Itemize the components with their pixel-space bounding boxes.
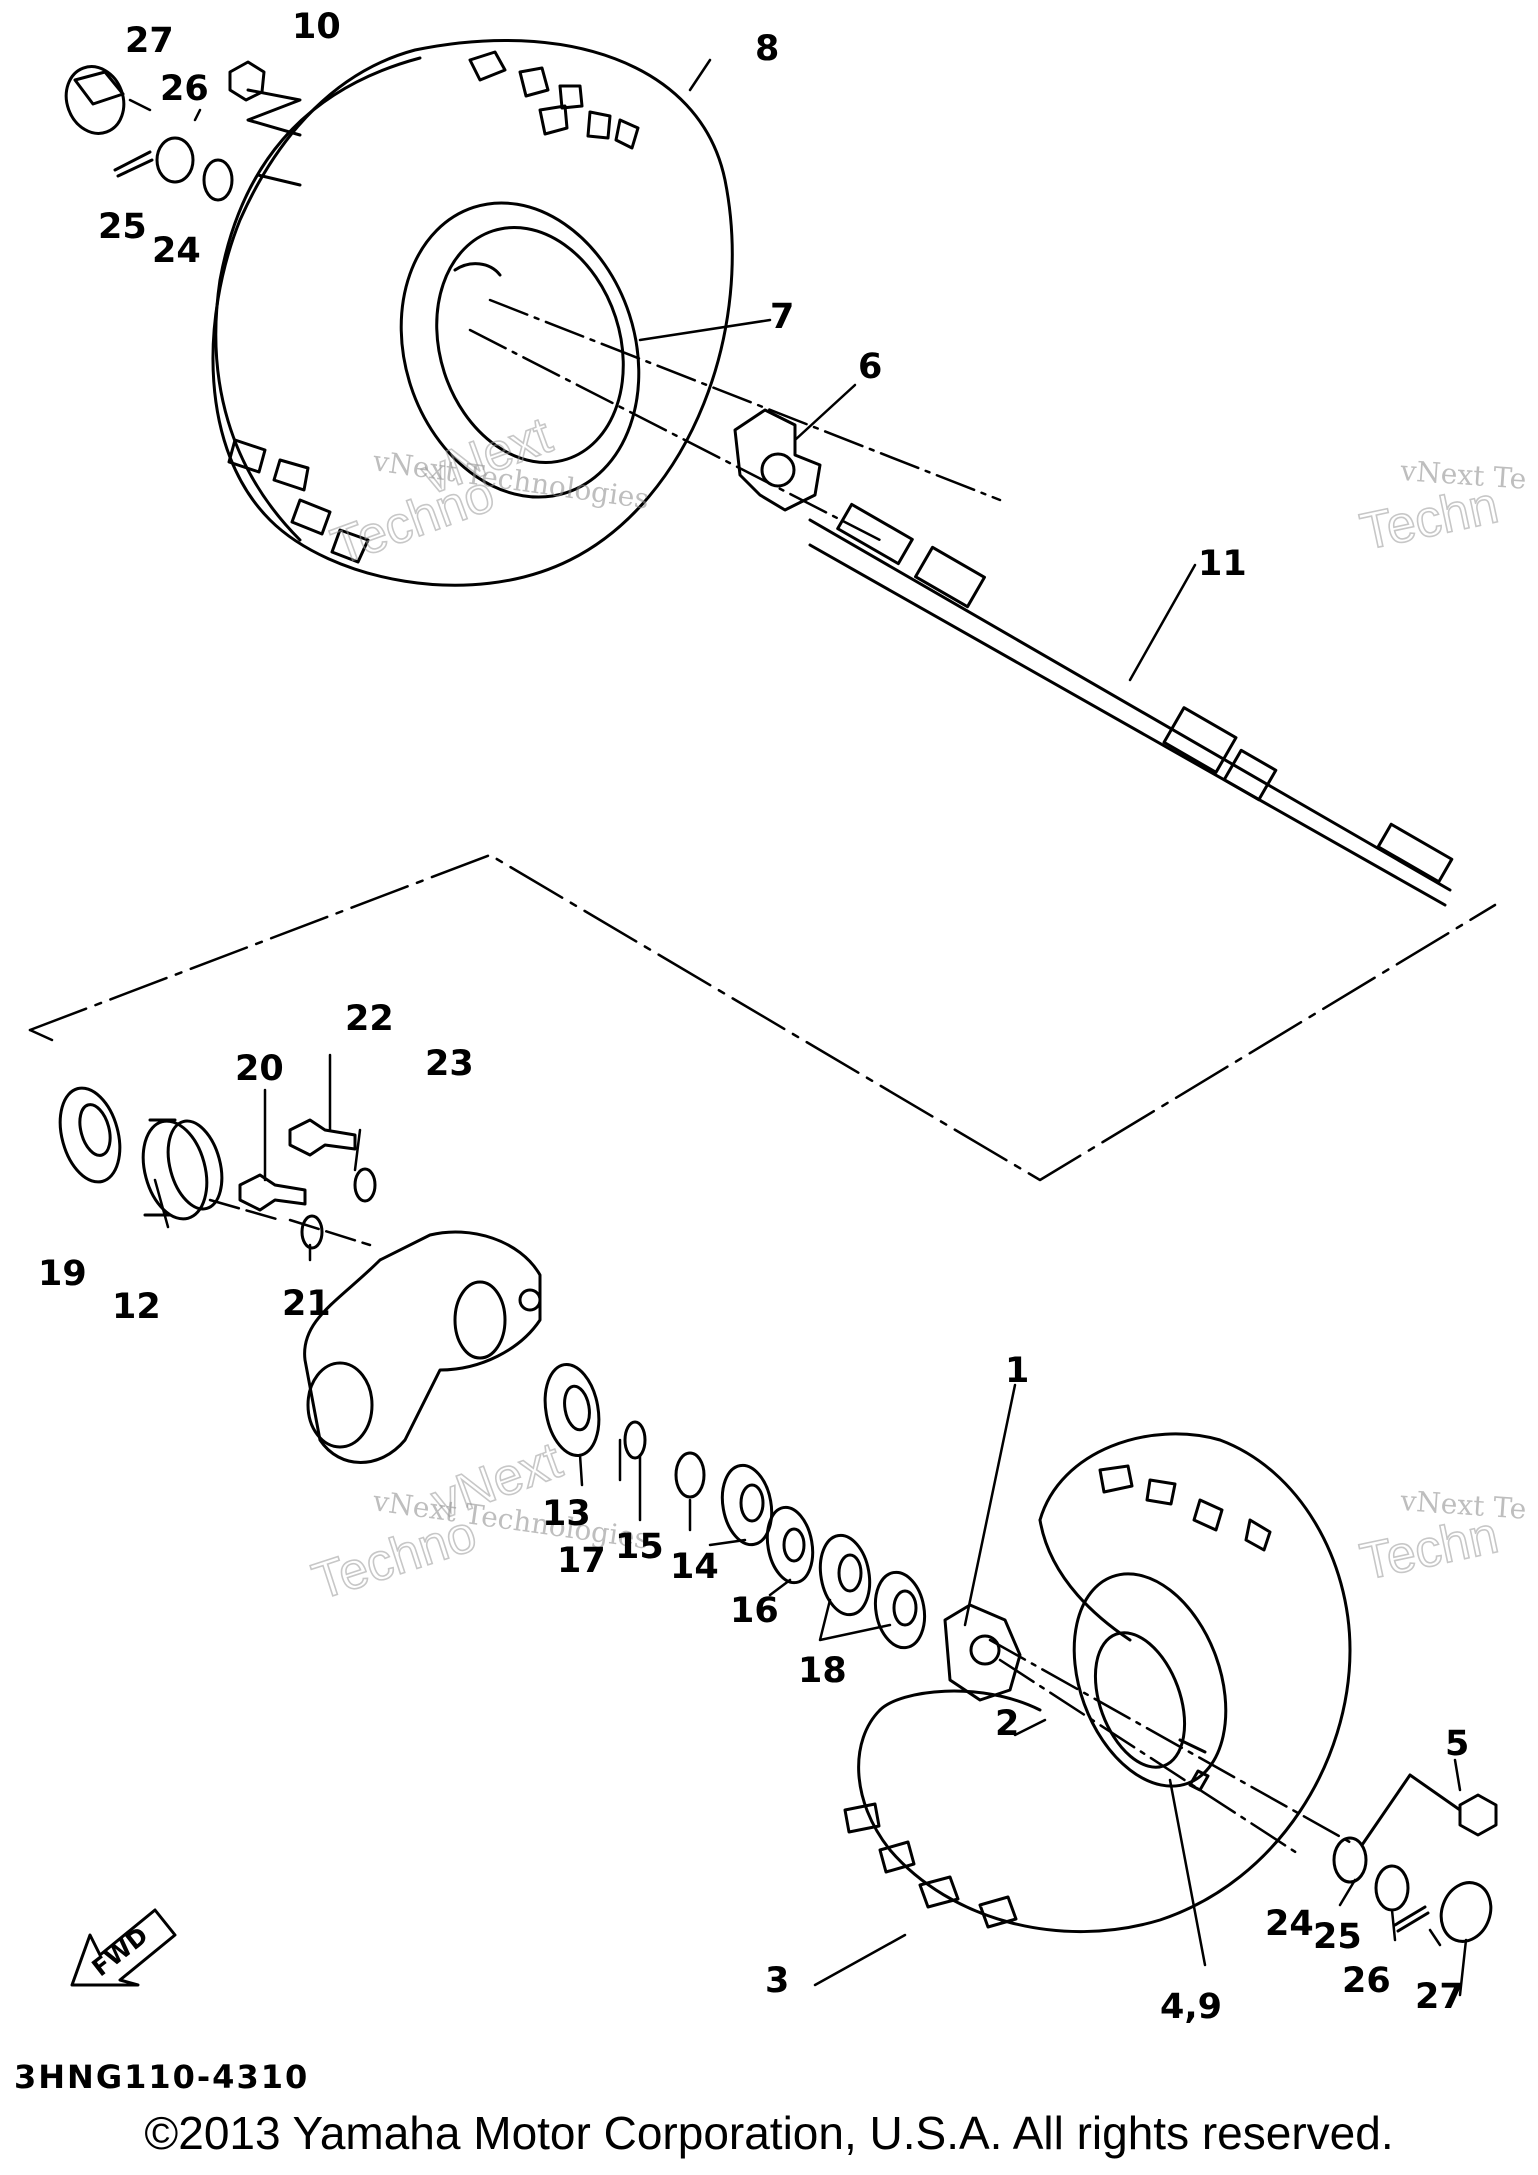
callout-27-upper: 27	[125, 21, 174, 61]
callout-6: 6	[858, 347, 882, 387]
watermark-text: Techn	[1355, 1506, 1503, 1592]
callout-2: 2	[995, 1704, 1019, 1744]
callout-26-upper: 26	[160, 69, 209, 109]
callout-23: 23	[425, 1044, 474, 1084]
callout-13: 13	[542, 1494, 591, 1534]
callout-7: 7	[770, 297, 794, 337]
callout-18: 18	[798, 1651, 847, 1691]
callout-11: 11	[1198, 544, 1247, 584]
callout-14: 14	[670, 1547, 719, 1587]
callout-15: 15	[615, 1527, 664, 1567]
callout-19: 19	[38, 1254, 87, 1294]
callout-12: 12	[112, 1287, 161, 1327]
fwd-label: FWD	[87, 1921, 154, 1982]
bolts-washers	[238, 1118, 377, 1250]
copyright-notice: ©2013 Yamaha Motor Corporation, U.S.A. A…	[144, 2107, 1394, 2159]
upper-axle-nut-set	[64, 60, 302, 202]
callout-4-9: 4,9	[1160, 1987, 1222, 2027]
callout-16: 16	[730, 1591, 779, 1631]
lower-axle-nut-set	[1188, 1769, 1498, 1943]
watermarks: vNext Technologies Techno vNext vNext Te…	[305, 405, 1527, 1612]
callout-24-upper: 24	[152, 231, 201, 271]
final-gear-case	[303, 1230, 542, 1464]
callout-8: 8	[755, 29, 779, 69]
callout-17: 17	[557, 1541, 606, 1581]
callout-21: 21	[282, 1284, 331, 1324]
callout-26-lower: 26	[1342, 1961, 1391, 2001]
callout-25-upper: 25	[98, 207, 147, 247]
upper-tire	[211, 39, 734, 587]
callout-24-lower: 24	[1265, 1904, 1314, 1944]
bearings-left	[58, 1086, 224, 1221]
callout-10: 10	[292, 7, 341, 47]
callout-25-lower: 25	[1313, 1917, 1362, 1957]
callout-1: 1	[1005, 1351, 1029, 1391]
callout-27-lower: 27	[1415, 1977, 1464, 2017]
callout-3: 3	[765, 1961, 789, 2001]
watermark-text: Techn	[1355, 476, 1503, 562]
diagram-code: 3HNG110-4310	[14, 2058, 310, 2096]
lower-wheel	[843, 1432, 1352, 1934]
upper-hub	[733, 408, 822, 512]
axle-shaft	[808, 502, 1454, 907]
callout-20: 20	[235, 1049, 284, 1089]
callout-labels: 27 10 26 8 25 24 7 6 11 22 20 23 19 12 2…	[38, 7, 1469, 2027]
assembly-lines	[28, 298, 1497, 1857]
leader-lines	[128, 58, 1468, 1997]
lower-hub	[943, 1603, 1022, 1702]
callout-5: 5	[1445, 1724, 1469, 1764]
callout-22: 22	[345, 999, 394, 1039]
forward-direction-arrow	[70, 1908, 177, 1987]
